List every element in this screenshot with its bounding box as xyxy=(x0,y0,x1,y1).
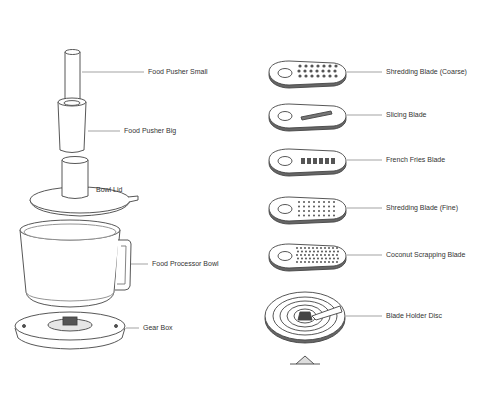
part-label: Slicing Blade xyxy=(386,110,426,120)
food-pusher-small xyxy=(65,50,80,107)
blade-disc xyxy=(269,149,346,176)
blade-disc xyxy=(269,104,346,131)
bowl-lid xyxy=(30,157,138,217)
blade-disc xyxy=(269,197,346,224)
blade-holder-disc xyxy=(265,292,345,343)
part-label: Bowl Lid xyxy=(96,185,122,195)
part-label: Coconut Scrapping Blade xyxy=(386,250,465,260)
food-processor-bowl xyxy=(20,220,131,307)
part-label: Shredding Blade (Fine) xyxy=(386,203,458,213)
partial-part xyxy=(290,356,320,364)
part-label: Shredding Blade (Coarse) xyxy=(386,67,467,77)
part-label: Food Processor Bowl xyxy=(152,259,219,269)
part-label: Food Pusher Big xyxy=(124,126,176,136)
part-label: Gear Box xyxy=(143,323,173,333)
gear-box xyxy=(15,312,125,349)
part-label: French Fries Blade xyxy=(386,155,445,165)
blade-disc xyxy=(269,61,346,88)
food-pusher-big xyxy=(58,98,86,153)
part-label: Blade Holder Disc xyxy=(386,311,442,321)
blade-disc xyxy=(269,244,346,271)
part-label: Food Pusher Small xyxy=(148,67,208,77)
blade-set xyxy=(269,61,346,271)
